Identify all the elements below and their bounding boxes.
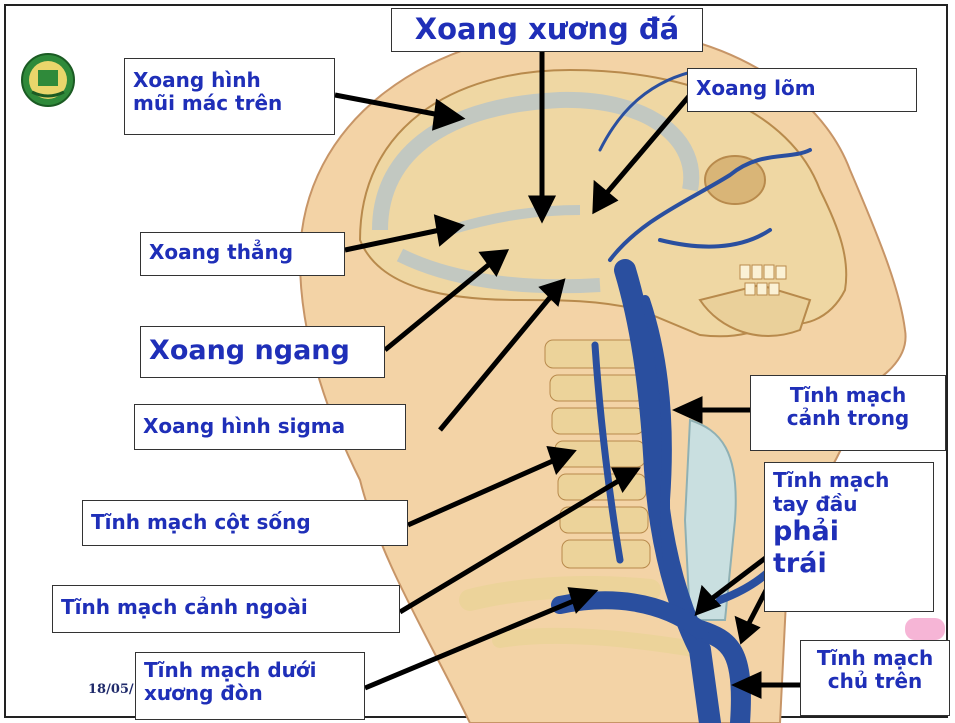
label-external-jugular-text: Tĩnh mạch cảnh ngoài [61,596,391,619]
label-internal-jugular-line1: Tĩnh mạch [759,384,937,407]
label-sigmoid-sinus: Xoang hình sigma [134,404,406,450]
label-internal-jugular-line2: cảnh trong [759,407,937,430]
label-petrosal-sinus: Xoang xương đá [391,8,703,52]
label-straight-text: Xoang thẳng [149,241,336,264]
label-subclavian-line2: xương đòn [144,682,356,705]
label-superior-vena-cava: Tĩnh mạch chủ trên [800,640,950,716]
label-petrosal-text: Xoang xương đá [400,13,694,46]
label-superior-sagittal-line2: mũi mác trên [133,92,326,115]
label-cavernous-sinus: Xoang lõm [687,68,917,112]
university-logo [22,54,74,106]
label-superior-sagittal-line1: Xoang hình [133,69,326,92]
label-straight-sinus: Xoang thẳng [140,232,345,276]
eye-socket [705,156,765,204]
label-vertebral-vein: Tĩnh mạch cột sống [82,500,408,546]
label-vertebral-text: Tĩnh mạch cột sống [91,511,399,534]
label-external-jugular-vein: Tĩnh mạch cảnh ngoài [52,585,400,633]
label-transverse-text: Xoang ngang [149,335,376,366]
label-svc-line1: Tĩnh mạch [809,647,941,670]
label-brachiocephalic-line2: tay đầu [773,493,925,517]
label-transverse-sinus: Xoang ngang [140,326,385,378]
label-internal-jugular-vein: Tĩnh mạch cảnh trong [750,375,946,451]
pink-decoration [905,618,945,640]
label-brachiocephalic-right: phải [773,516,925,548]
label-sigmoid-text: Xoang hình sigma [143,415,397,438]
label-svc-line2: chủ trên [809,670,941,693]
label-brachiocephalic-line1: Tĩnh mạch [773,469,925,493]
label-cavernous-text: Xoang lõm [696,77,908,100]
label-brachiocephalic-vein: Tĩnh mạch tay đầu phải trái [764,462,934,612]
label-subclavian-vein: Tĩnh mạch dưới xương đòn [135,652,365,720]
label-brachiocephalic-left: trái [773,548,925,580]
label-superior-sagittal-sinus: Xoang hình mũi mác trên [124,58,335,135]
slide-date: 18/05/ [88,682,134,697]
label-subclavian-line1: Tĩnh mạch dưới [144,659,356,682]
